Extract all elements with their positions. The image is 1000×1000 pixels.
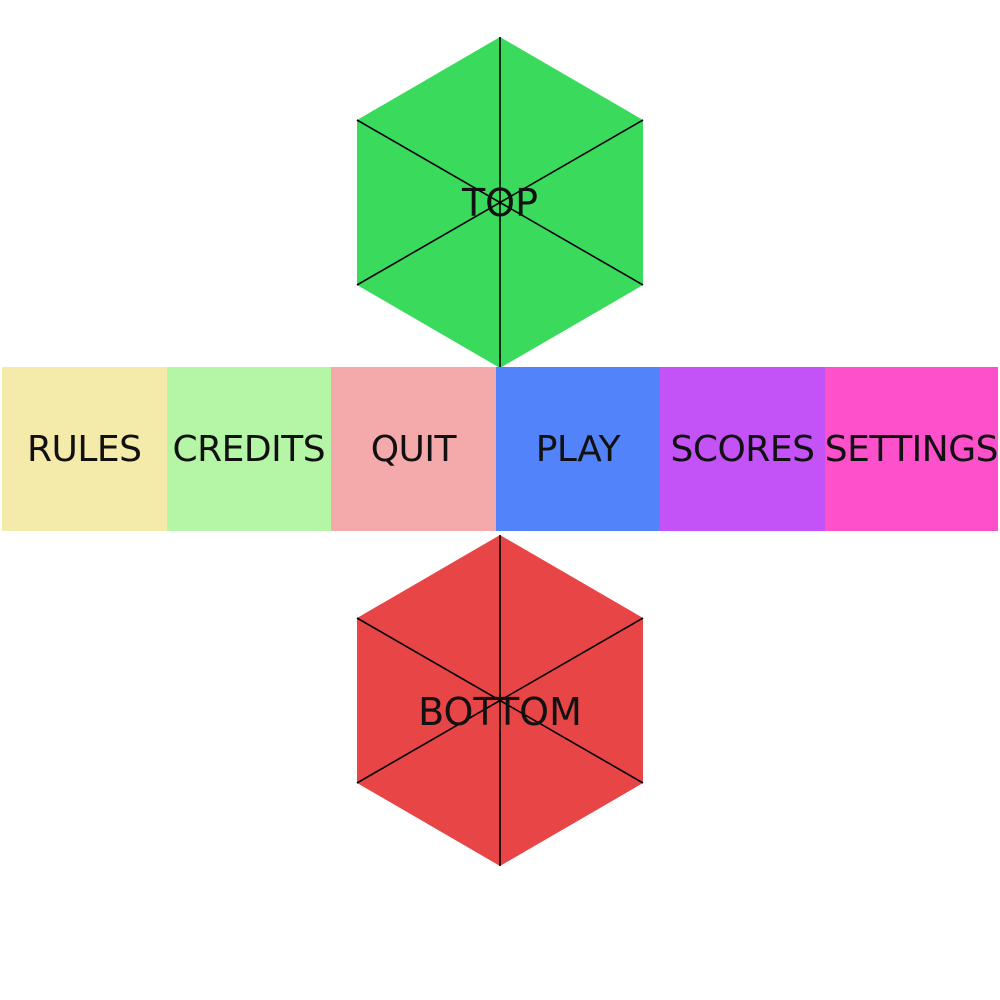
- play-button-label: PLAY: [535, 428, 621, 470]
- settings-button-label: SETTINGS: [824, 428, 999, 470]
- credits-button[interactable]: CREDITS: [166, 367, 332, 531]
- play-button[interactable]: PLAY: [495, 367, 661, 531]
- rules-button[interactable]: RULES: [2, 367, 167, 531]
- bottom-face[interactable]: BOTTOM: [350, 530, 650, 870]
- bottom-hexagon-divider-lines: [356, 535, 644, 866]
- credits-button-label: CREDITS: [172, 428, 326, 470]
- settings-button[interactable]: SETTINGS: [824, 367, 999, 531]
- top-hexagon-divider-lines: [356, 37, 644, 368]
- quit-button-label: QUIT: [370, 428, 457, 470]
- menu-strip: RULES CREDITS QUIT PLAY SCORES SETTINGS: [2, 367, 998, 531]
- scores-button-label: SCORES: [670, 428, 815, 470]
- top-face[interactable]: TOP: [350, 32, 650, 372]
- quit-button[interactable]: QUIT: [331, 367, 496, 531]
- scores-button[interactable]: SCORES: [660, 367, 825, 531]
- rules-button-label: RULES: [27, 428, 142, 470]
- bottom-hexagon: [356, 535, 644, 866]
- top-hexagon: [356, 37, 644, 368]
